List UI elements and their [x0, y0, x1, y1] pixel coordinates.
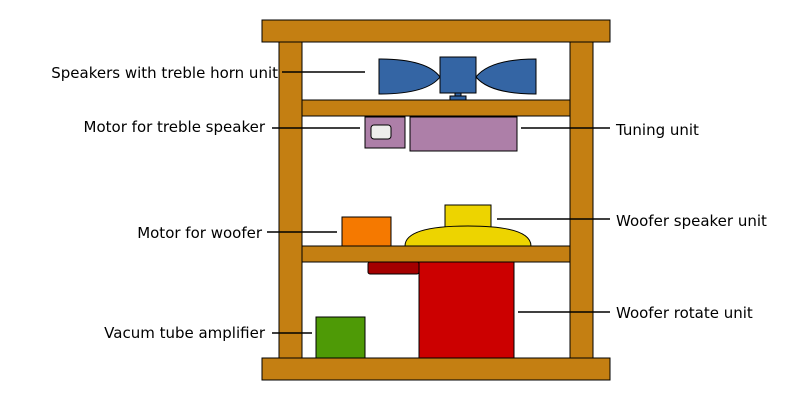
woofer-speaker-dome [404, 225, 532, 247]
label-vacuum-amp: Vacum tube amplifier [104, 324, 266, 342]
middle-shelf [301, 245, 571, 263]
vacuum-tube-amplifier [315, 316, 366, 359]
right-post [569, 41, 594, 359]
label-tuning-unit: Tuning unit [615, 121, 699, 139]
top-board [261, 19, 611, 43]
bottom-board [261, 357, 611, 381]
right-horn-speaker [475, 58, 537, 95]
woofer-rotate-unit [418, 261, 515, 359]
left-horn-speaker [378, 58, 441, 95]
label-motor-treble: Motor for treble speaker [84, 118, 266, 136]
tuning-unit [409, 116, 518, 152]
label-speakers-treble-horn: Speakers with treble horn unit [51, 64, 278, 82]
treble-motor-knob [370, 124, 392, 140]
label-woofer-speaker: Woofer speaker unit [616, 212, 767, 230]
woofer-motor [341, 216, 392, 247]
label-motor-woofer: Motor for woofer [137, 224, 263, 242]
woofer-top-block [444, 204, 492, 228]
center-speaker [439, 56, 477, 94]
left-post [278, 41, 303, 359]
upper-shelf [301, 99, 571, 117]
label-woofer-rotate: Woofer rotate unit [616, 304, 753, 322]
speaker-base [449, 95, 467, 101]
rotate-connector [367, 261, 420, 275]
